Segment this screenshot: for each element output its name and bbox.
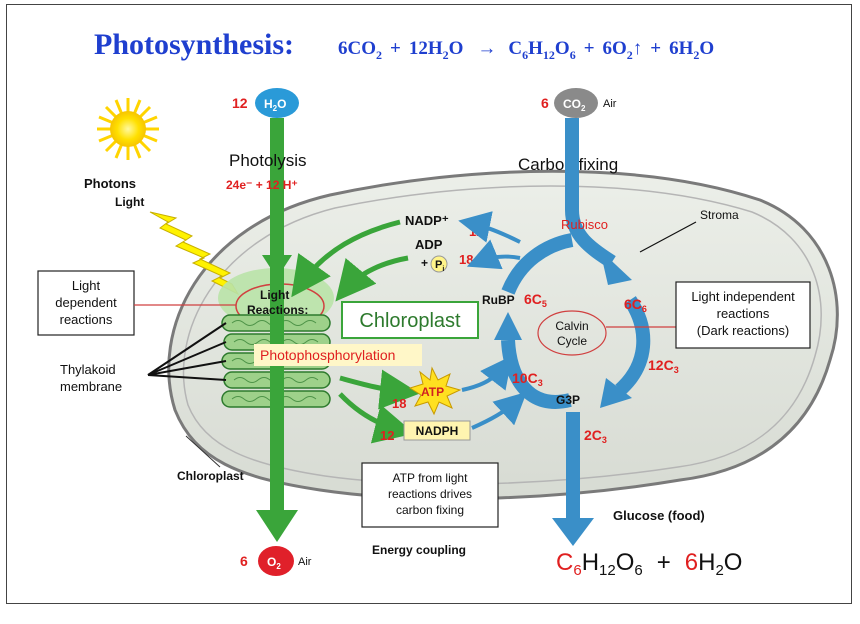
adp-return-arrow	[335, 255, 409, 302]
light-label: Light	[115, 195, 144, 209]
title-equation: 6CO2+12H2O→C6H12O6+6O2↑+6H2O	[338, 38, 714, 62]
adp-label: ADP	[415, 237, 443, 252]
o2-label: O2	[267, 555, 281, 571]
svg-text:reactions drives: reactions drives	[388, 487, 472, 501]
final-equation: C6H12O6+6H2O	[556, 549, 742, 579]
c12-label: 12C3	[648, 357, 679, 375]
rubisco-label: Rubisco	[561, 217, 608, 232]
atp-count: 18	[392, 396, 406, 411]
rubp-arc-head	[494, 312, 522, 340]
c6-to-g3p-arc	[615, 296, 651, 396]
water-arrow-mid-head	[262, 255, 292, 278]
svg-text:Light independent: Light independent	[691, 289, 795, 304]
nadp-return-arrow	[291, 219, 401, 298]
cycle-to-nadp-arrow	[458, 211, 521, 244]
chloroplast-center-box	[341, 301, 479, 339]
phosphate-circle	[430, 255, 448, 273]
c10-label: 10C3	[512, 370, 543, 388]
atp-to-cycle-arrow	[461, 355, 513, 392]
photolysis-label: Photolysis	[229, 151, 306, 170]
photophosphorylation-label: Photophosphorylation	[260, 347, 395, 363]
co2-count: 6	[541, 95, 549, 111]
photophosphorylation-bg	[254, 344, 422, 366]
atp-label: ATP	[421, 385, 444, 399]
energy-coupling-label: Energy coupling	[372, 543, 466, 557]
stroma-pointer	[639, 221, 697, 253]
glucose-food-label: Glucose (food)	[613, 508, 705, 523]
water-to-oxygen-arrow	[270, 118, 284, 513]
light-dependent-box: Light dependent reactions	[37, 270, 135, 336]
co2-circle	[554, 88, 598, 118]
calvin-cycle-oval	[537, 310, 607, 356]
calvin-label-1: Calvin	[555, 319, 588, 333]
svg-text:(Dark reactions): (Dark reactions)	[697, 323, 789, 338]
calvin-label-2: Cycle	[557, 334, 587, 348]
atp-starburst	[408, 366, 462, 416]
svg-text:ATP from light: ATP from light	[393, 471, 469, 485]
h2o-count: 12	[232, 95, 248, 111]
chloroplast-inner-outline	[182, 185, 822, 485]
o2-count: 6	[240, 553, 248, 569]
rubp-label: RuBP	[482, 293, 515, 307]
nadph-label: NADPH	[416, 424, 459, 438]
chloroplast-bottom-label: Chloroplast	[177, 469, 244, 483]
nadp-plus-label: NADP⁺	[405, 213, 449, 228]
g3p-label: G3P	[556, 393, 580, 407]
chloroplast-center-label: Chloroplast	[359, 310, 461, 332]
thylakoid-label-2: membrane	[60, 379, 122, 394]
rubp-carbon: 6C5	[524, 291, 547, 309]
co2-air-label: Air	[603, 98, 617, 110]
photons-label: Photons	[84, 176, 136, 191]
h2o-label: H2O	[264, 97, 286, 113]
atp-drives-box: ATP from light reactions drives carbon f…	[361, 462, 499, 528]
title: Photosynthesis: 6CO2+12H2O→C6H12O6+6O2↑+…	[94, 28, 714, 62]
chloroplast-pointer	[185, 435, 221, 468]
svg-text:reactions: reactions	[60, 312, 113, 327]
nadph-out-arrow	[338, 392, 415, 444]
c6-label: 6C6	[624, 296, 647, 314]
nadph-count: 12	[380, 428, 394, 443]
c2-label: 2C3	[584, 427, 607, 445]
co2-label: CO2	[563, 97, 586, 113]
sun-icon	[97, 98, 159, 160]
thylakoid-label-1: Thylakoid	[60, 362, 116, 377]
rubp-to-fixation-arc	[501, 233, 574, 295]
co2-in-arrow-head	[600, 250, 632, 285]
thylakoid-stack	[218, 268, 334, 408]
svg-text:Light: Light	[72, 278, 101, 293]
c6-arc-head	[600, 378, 632, 408]
g3p-to-rubp-arc	[501, 339, 572, 409]
title-word: Photosynthesis:	[94, 28, 294, 61]
atp-out-arrow	[339, 369, 420, 410]
o2-circle	[258, 546, 294, 576]
stroma-label: Stroma	[700, 208, 739, 222]
svg-text:reactions: reactions	[717, 306, 770, 321]
glucose-arrow	[566, 412, 580, 520]
glucose-arrow-head	[552, 518, 594, 546]
thylakoid-pointers	[147, 322, 227, 381]
water-arrow-head	[256, 510, 298, 542]
light-independent-box: Light independent reactions (Dark reacti…	[675, 281, 811, 349]
adp-count: 18	[459, 252, 473, 267]
cycle-to-adp-arrow	[466, 239, 521, 270]
svg-text:dependent: dependent	[55, 295, 117, 310]
pi-plus: +	[421, 256, 428, 270]
photolysis-products: 24e⁻ + 12 H⁺	[226, 178, 298, 192]
nadph-to-cycle-arrow	[471, 391, 527, 430]
phosphate-label: Pi	[435, 259, 444, 273]
svg-text:carbon fixing: carbon fixing	[396, 503, 464, 517]
h2o-circle	[255, 88, 299, 118]
light-reactions-label-2: Reactions:	[247, 303, 308, 317]
o2-air-label: Air	[298, 556, 312, 568]
nadph-box	[403, 420, 471, 441]
light-reactions-label-1: Light	[260, 288, 289, 302]
